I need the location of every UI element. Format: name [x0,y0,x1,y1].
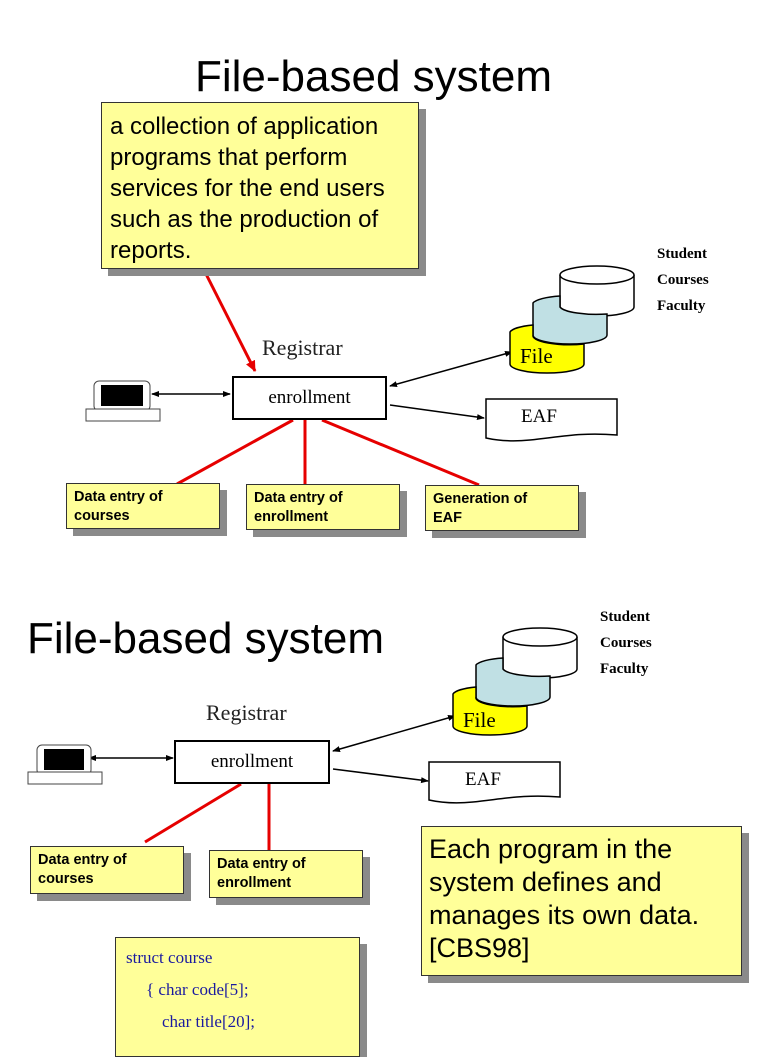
enrollment-program-box: enrollment [232,376,387,420]
task-link [144,782,242,844]
task-note: Data entry of courses [30,846,184,894]
report-link [332,768,429,784]
report-label: EAF [465,769,501,790]
task-line: enrollment [217,875,292,891]
callout-line: programs that perform [110,144,348,171]
task-line: Data entry of [74,489,163,505]
task-line: Generation of [433,491,528,507]
definition-callout: Each program in the system defines and m… [421,826,742,976]
connectors [27,627,578,852]
enrollment-program-box: enrollment [174,740,330,784]
report-document-shape [485,398,618,442]
slide-title: File-based system [195,52,553,101]
db-label: Courses [600,635,652,651]
file-link [389,350,513,388]
code-line: char title[20]; [162,1012,255,1031]
slide-title: File-based system [27,614,385,663]
callout-line: reports. [110,237,192,264]
definition-callout: a collection of application programs tha… [101,102,419,269]
db-label: Student [600,609,651,625]
db-file-list: Student Courses Faculty [657,241,709,319]
task-link [321,418,480,487]
task-line: courses [38,871,94,887]
db-label: Student [657,246,708,262]
task-line: courses [74,508,130,524]
callout-line: system defines and [429,867,662,897]
database-stack-icon [509,265,635,374]
computer-terminal-icon [27,744,103,785]
registrar-label: Registrar [262,335,343,360]
callout-line: manages its own data. [429,900,700,930]
task-line: enrollment [254,509,329,525]
file-link [332,715,456,752]
report-label: EAF [521,406,557,427]
registrar-label: Registrar [206,700,287,725]
computer-terminal-icon [85,380,161,422]
task-line: EAF [433,510,462,526]
db-file-list: Student Courses Faculty [600,604,652,682]
callout-line: a collection of application [110,113,379,140]
db-label: Faculty [600,661,649,677]
file-label: File [463,708,496,732]
task-line: Data entry of [254,490,343,506]
database-stack-icon [452,627,578,736]
task-note: Generation of EAF [425,485,579,531]
connectors [85,265,635,487]
task-line: Data entry of [38,852,127,868]
report-document-shape [428,761,561,804]
code-line: { char code[5]; [146,980,249,999]
callout-line: such as the production of [110,206,379,233]
callout-line: Each program in the [429,834,673,864]
task-note: Data entry of courses [66,483,220,529]
task-link [176,418,294,486]
report-link [389,404,485,421]
task-note: Data entry of enrollment [209,850,363,898]
db-label: Courses [657,272,709,288]
callout-line: services for the end users [110,175,385,202]
code-line: struct course [126,948,213,967]
file-label: File [520,344,553,368]
task-line: Data entry of [217,856,306,872]
callout-pointer [203,271,257,372]
struct-code-block: struct course { char code[5]; char title… [115,937,360,1057]
task-note: Data entry of enrollment [246,484,400,530]
callout-line: [CBS98] [429,933,530,963]
db-label: Faculty [657,298,706,314]
